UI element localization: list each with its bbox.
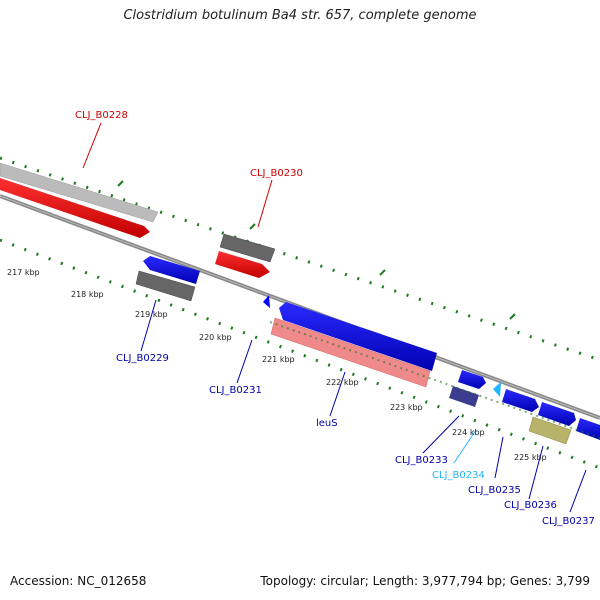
- gene-CLJ_B0230[interactable]: [215, 251, 270, 278]
- gene-blue-long[interactable]: [279, 302, 437, 371]
- gene-CLJ_B0231[interactable]: [263, 295, 270, 308]
- gene-CLJ_B0228-upper[interactable]: [0, 162, 159, 223]
- gene-CLJ_B0233[interactable]: [449, 386, 479, 407]
- gene-CLJ_B0228[interactable]: [0, 178, 150, 238]
- label-CLJ_B0230: CLJ_B0230: [250, 168, 303, 179]
- gene-CLJ_B0229[interactable]: [143, 256, 200, 284]
- label-leaders: [82, 122, 587, 513]
- label-CLJ_B0236: CLJ_B0236: [504, 500, 557, 511]
- scale-label-220: 220 kbp: [199, 333, 232, 342]
- map-title: Clostridium botulinum Ba4 str. 657, comp…: [123, 8, 477, 23]
- scale-label-221: 221 kbp: [262, 355, 295, 364]
- scale-label-219: 219 kbp: [135, 310, 168, 319]
- label-CLJ_B0235: CLJ_B0235: [468, 485, 521, 496]
- gene-olive[interactable]: [528, 416, 572, 445]
- genome-stats-text: Topology: circular; Length: 3,977,794 bp…: [260, 574, 590, 588]
- gene-CLJ_B0237[interactable]: [576, 418, 600, 440]
- scale-label-223: 223 kbp: [390, 403, 423, 412]
- label-CLJ_B0229: CLJ_B0229: [116, 353, 169, 364]
- label-CLJ_B0233: CLJ_B0233: [395, 455, 448, 466]
- scale-label-224: 224 kbp: [452, 428, 485, 437]
- inner-dotted-ring: [269, 321, 600, 439]
- scale-labels: 217 kbp 218 kbp 219 kbp 220 kbp 221 kbp …: [7, 268, 547, 462]
- scale-label-217: 217 kbp: [7, 268, 40, 277]
- label-CLJ_B0228: CLJ_B0228: [75, 110, 128, 121]
- gene-CLJ_B0234[interactable]: [493, 382, 501, 397]
- outer-tick-ring: [0, 156, 600, 362]
- label-leuS: leuS: [316, 418, 338, 429]
- scale-label-222: 222 kbp: [326, 378, 359, 387]
- scale-label-218: 218 kbp: [71, 290, 104, 299]
- scale-label-225: 225 kbp: [514, 453, 547, 462]
- gene-CLJ_B0235[interactable]: [502, 389, 539, 412]
- gene-leuS[interactable]: [270, 317, 431, 388]
- gene-CLJ_B0236[interactable]: [538, 402, 576, 426]
- label-CLJ_B0234: CLJ_B0234: [432, 470, 485, 481]
- label-CLJ_B0237: CLJ_B0237: [542, 516, 595, 527]
- gene-labels: CLJ_B0228 CLJ_B0230 CLJ_B0229 CLJ_B0231 …: [75, 110, 595, 527]
- accession-text: Accession: NC_012658: [10, 574, 147, 588]
- inner-tick-ring: [0, 238, 600, 470]
- gene-CLJ_B0233-blue[interactable]: [458, 370, 486, 389]
- gene-CLJ_B0230-grey[interactable]: [219, 233, 276, 263]
- label-CLJ_B0231: CLJ_B0231: [209, 385, 262, 396]
- gene-CLJ_B0229-grey[interactable]: [135, 270, 196, 302]
